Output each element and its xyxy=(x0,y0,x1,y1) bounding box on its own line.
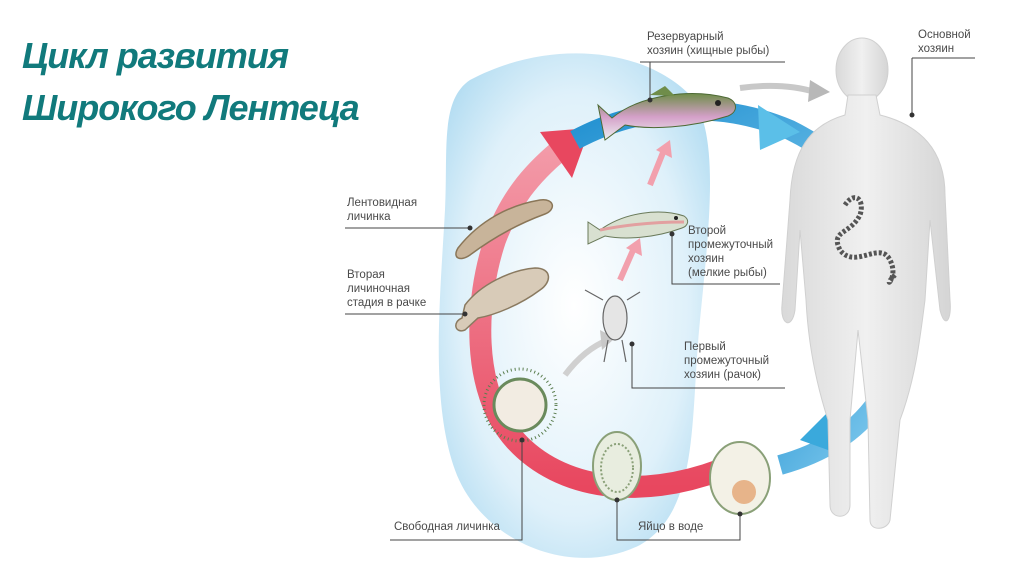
label-second-intermediate-host: Второй промежуточный хозяин (мелкие рыбы… xyxy=(688,224,773,280)
label-free-larva: Свободная личинка xyxy=(394,520,500,534)
egg-developing xyxy=(593,432,641,500)
label-egg-in-water: Яйцо в воде xyxy=(638,520,703,534)
label-reservoir-host: Резервуарный хозяин (хищные рыбы) xyxy=(647,30,769,58)
label-definitive-host: Основной хозяин xyxy=(918,28,971,56)
egg-fresh xyxy=(710,442,770,514)
label-first-intermediate-host: Первый промежуточный хозяин (рачок) xyxy=(684,340,769,382)
label-ribbon-larva: Лентовидная личинка xyxy=(347,196,417,224)
grey-arrow xyxy=(740,86,815,92)
label-second-larval-stage: Вторая личиночная стадия в рачке xyxy=(347,268,426,310)
